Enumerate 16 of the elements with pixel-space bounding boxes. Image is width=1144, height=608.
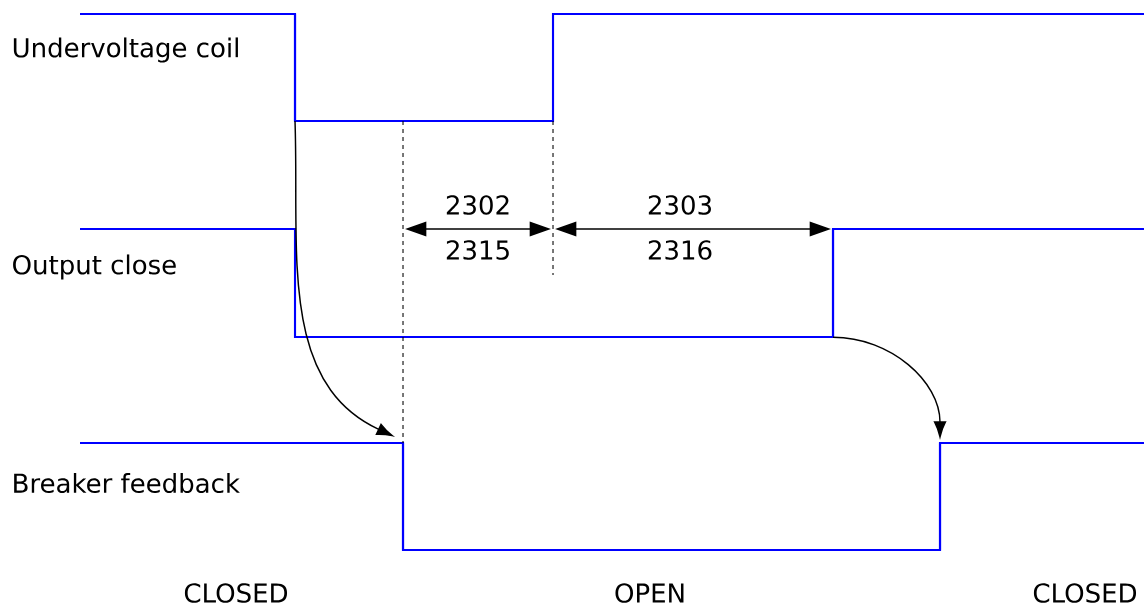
curved-arrow bbox=[832, 336, 947, 438]
signal-name: Output close bbox=[13, 254, 176, 280]
parameter-number: 2302 bbox=[446, 195, 509, 215]
signal-name: Undervoltage coil bbox=[13, 37, 238, 63]
signal-step bbox=[938, 443, 942, 550]
signal-step bbox=[293, 14, 297, 121]
parameter-number: 2303 bbox=[648, 195, 711, 215]
state-label: OPEN bbox=[615, 583, 684, 603]
parameter-number: 2316 bbox=[648, 240, 712, 260]
curved-arrow bbox=[294, 120, 393, 437]
signal-name: Breaker feedback bbox=[14, 472, 240, 494]
signal-step bbox=[401, 443, 405, 550]
state-label: CLOSED bbox=[184, 583, 288, 603]
signal-step bbox=[831, 229, 835, 337]
parameter-number: 2315 bbox=[446, 240, 509, 260]
state-label: CLOSED bbox=[1033, 583, 1137, 603]
